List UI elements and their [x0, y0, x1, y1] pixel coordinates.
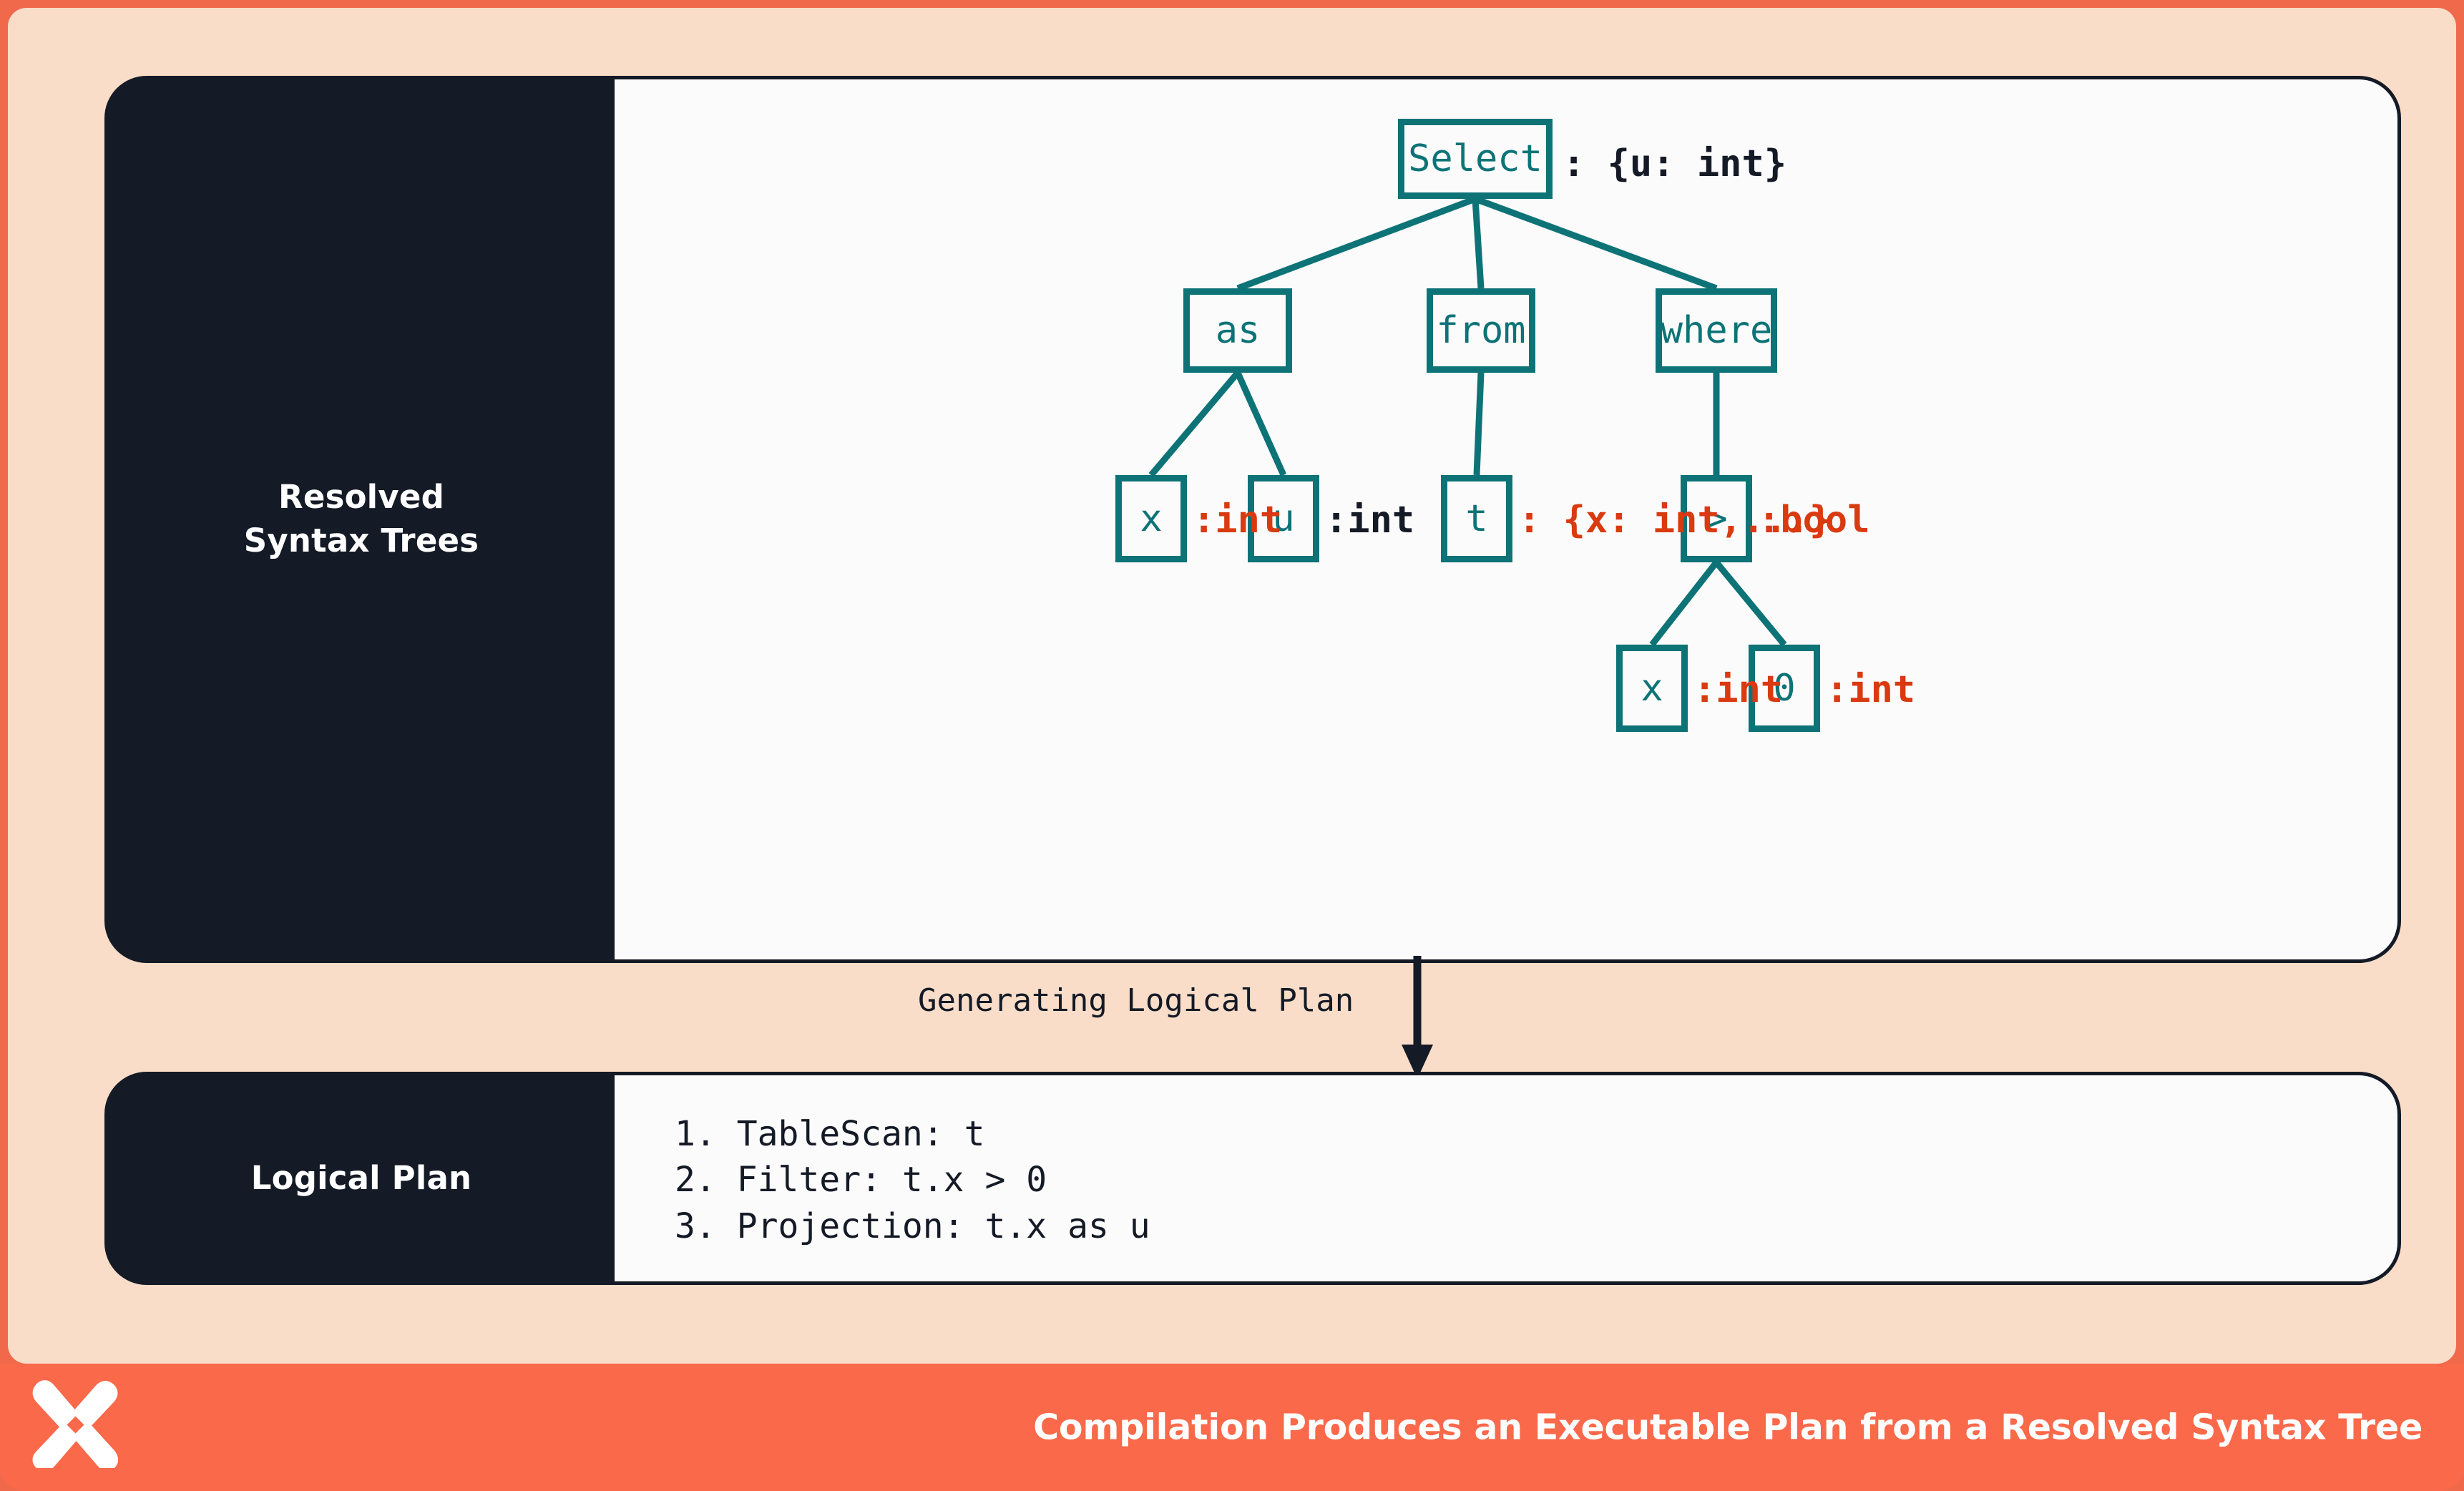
type-annotation-ann-gt: :bool: [1758, 499, 1870, 542]
type-annotation-ann-as-x: :int: [1193, 499, 1283, 542]
tree-node-as: as: [1183, 288, 1292, 373]
logical-plan-body: 1. TableScan: t 2. Filter: t.x > 0 3. Proj…: [615, 1075, 2397, 1281]
type-annotation-ann-gt-0: :int: [1826, 668, 1916, 711]
logical-plan-step: 2. Filter: t.x > 0: [675, 1160, 1047, 1201]
tree-node-select: Select: [1398, 119, 1553, 199]
banner-caption: Compilation Produces an Executable Plan …: [1033, 1407, 2423, 1448]
tree-edge-select-from: [1472, 198, 1485, 289]
transition-label: Generating Logical Plan: [918, 982, 1354, 1019]
type-annotation-ann-gt-x: :int: [1693, 668, 1784, 711]
tree-edge-as-as-x: [1148, 371, 1241, 477]
type-annotation-ann-from-t: : {x: int,...}: [1518, 499, 1832, 542]
tree-node-from: from: [1427, 288, 1535, 373]
panel-label-line: Resolved: [278, 478, 444, 517]
tree-node-from-t: t: [1441, 475, 1512, 562]
tree-node-gt-x: x: [1616, 645, 1688, 732]
tree-edge-gt-gt-x: [1649, 560, 1719, 647]
tree-node-gt-0: 0: [1749, 645, 1820, 732]
tree-node-as-u: u: [1248, 475, 1319, 562]
bottom-banner: Compilation Produces an Executable Plan …: [0, 1364, 2464, 1491]
logical-plan-step: 1. TableScan: t: [675, 1114, 985, 1154]
logical-plan-label: Logical Plan: [250, 1158, 472, 1197]
tree-edge-select-as: [1236, 195, 1477, 292]
type-annotation-ann-as-u: :int: [1325, 499, 1415, 542]
logical-plan-step: 3. Projection: t.x as u: [675, 1206, 1150, 1246]
tree-node-where: where: [1656, 288, 1777, 373]
tree-node-gt: >: [1681, 475, 1752, 562]
tree-edge-as-as-u: [1234, 371, 1287, 476]
logical-plan-panel: Logical Plan 1. TableScan: t 2. Filter: t…: [108, 1075, 2397, 1281]
down-arrow-icon: [1402, 956, 1433, 1079]
panel-label-line: Syntax Trees: [243, 522, 479, 559]
x-mark-logo-icon: [32, 1380, 119, 1468]
tree-node-as-x: x: [1115, 475, 1187, 562]
tree-edge-select-where: [1474, 195, 1718, 292]
tree-edges: [1148, 195, 1787, 647]
type-annotation-ann-select: : {u: int}: [1563, 142, 1787, 185]
tree-edge-from-from-t: [1473, 372, 1485, 476]
logical-plan-steps: 1. TableScan: t 2. Filter: t.x > 0 3. Proj…: [675, 1111, 1150, 1249]
tree-edge-gt-gt-0: [1713, 560, 1787, 647]
